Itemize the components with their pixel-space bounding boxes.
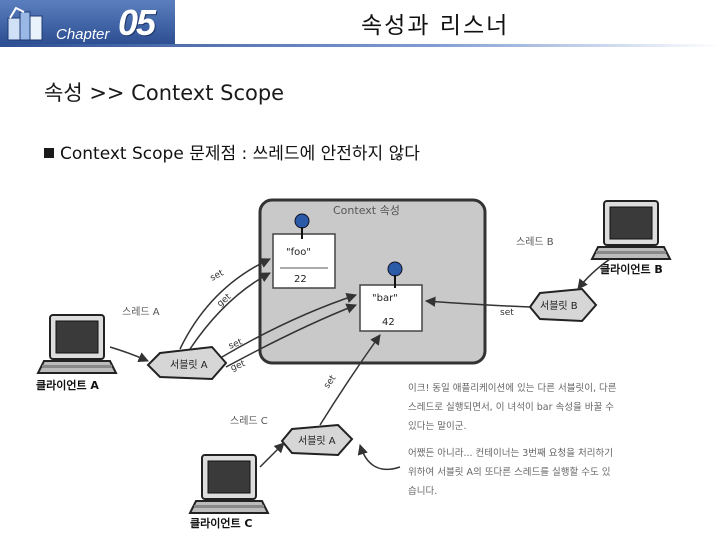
client-a-label: 클라이언트 A [36,378,99,392]
client-b-computer-icon [591,200,671,260]
note-line: 습니다. [408,486,437,497]
context-scope-diagram: Context 속성 "foo" 22 "bar" 42 서블릿 A 서블릿 B… [36,198,671,530]
attribute-foo-name: "foo" [286,247,311,258]
header-bar: Chapter 05 속성과 리스너 [0,0,720,47]
servlet-a-bottom-label: 서블릿 A [298,435,336,447]
attribute-card-foo [272,233,336,289]
attribute-bar-name: "bar" [372,293,398,304]
context-box-label: Context 속성 [333,204,400,217]
book-stack-logo-icon [7,6,43,41]
push-pin-icon [294,213,310,239]
servlet-a-label: 서블릿 A [170,359,208,371]
chapter-label: Chapter [56,26,110,43]
attribute-bar-value: 42 [382,317,395,328]
bullet-square-icon [44,148,54,158]
header-divider [0,44,720,47]
header-banner: Chapter 05 [0,0,175,44]
thread-a-label: 스레드 A [122,306,160,318]
client-c-label: 클라이언트 C [190,516,253,530]
arrow-note-pointer [357,443,401,471]
arrow-set-bar [221,293,357,358]
note-line: 어쨌든 아니라... 컨테이너는 3번째 요청을 처리하기 [408,447,613,459]
servlet-a-bottom-hexagon [280,423,354,457]
arrow-servlet-a-bottom-set [319,334,381,426]
arrow-label-set: set [227,337,244,352]
arrow-servlet-b-set [424,296,531,308]
push-pin-icon [387,261,403,288]
note-line: 이크! 동일 애플리케이션에 있는 다른 서블릿이, 다른 [408,382,617,394]
servlet-b-label: 서블릿 B [540,300,578,312]
arrow-label-set: set [209,268,226,284]
arrow-label-set: set [500,308,514,318]
note-line: 위하여 서블릿 A의 또다른 스레드를 실행할 수도 있 [408,466,611,478]
arrow-client-a-to-servlet [109,346,149,362]
arrow-client-b-to-servlet-b [577,258,611,290]
thread-b-label: 스레드 B [516,236,554,248]
attribute-card-bar [359,284,423,332]
bullet-text: Context Scope 문제점 : 쓰레드에 안전하지 않다 [60,144,420,164]
chapter-number: 05 [118,2,156,43]
arrow-get-foo [189,272,271,350]
page-title: 속성과 리스너 [361,13,510,39]
client-c-computer-icon [189,454,269,514]
bullet-item: Context Scope 문제점 : 쓰레드에 안전하지 않다 [44,139,420,164]
client-a-computer-icon [37,314,117,374]
arrow-client-c-to-servlet [259,442,285,468]
header-title-area: 속성과 리스너 [175,0,720,44]
note-line: 스레드로 실행되면서, 이 녀석이 bar 속성을 바꿀 수 [408,401,614,413]
client-b-label: 클라이언트 B [600,262,663,276]
thread-c-label: 스레드 C [230,415,268,427]
arrow-get-bar [225,303,357,368]
attribute-foo-value: 22 [294,274,307,285]
arrow-set-foo [179,258,271,350]
servlet-a-hexagon [146,345,228,381]
section-subtitle: 속성 >> Context Scope [44,81,285,105]
note-line: 있다는 말이군. [408,420,466,432]
arrow-label-get: get [229,359,247,374]
arrow-label-set: set [322,373,338,390]
